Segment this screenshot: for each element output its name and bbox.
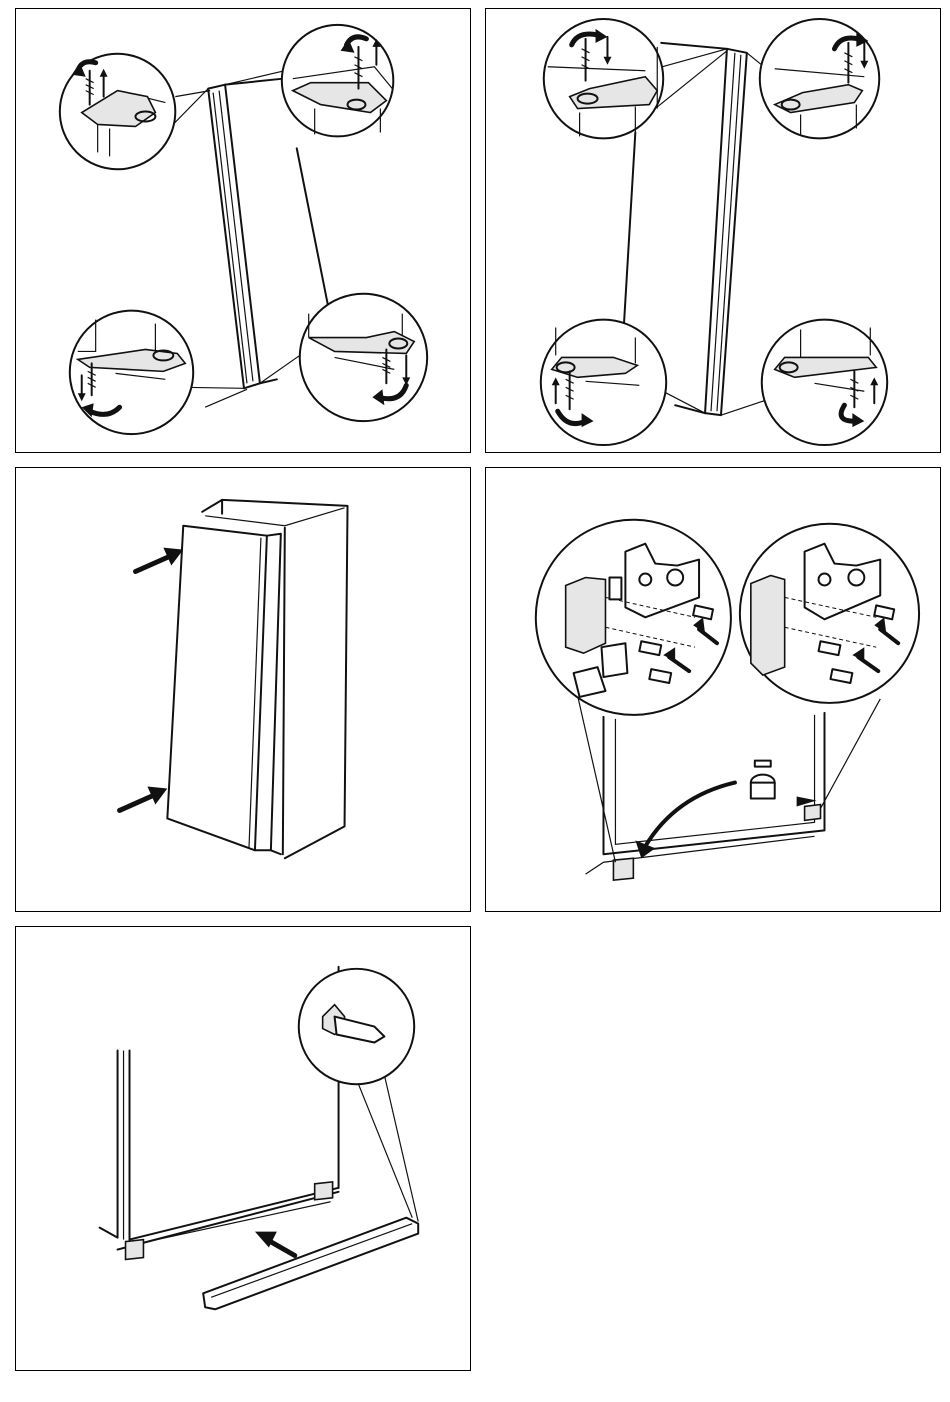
clip-detail <box>299 969 414 1084</box>
bracket-detail-left <box>536 520 731 715</box>
hinge-detail-top-left <box>544 19 663 138</box>
panel-fit-hinges-opposite-side <box>485 8 941 453</box>
remove-door-illustration <box>16 9 470 452</box>
panel-remove-door <box>15 8 471 453</box>
hinge-detail-top-left <box>60 54 175 169</box>
panel-mount-door <box>15 467 471 912</box>
hinge-detail-top-right <box>282 25 393 136</box>
plinth-icon <box>203 1218 418 1310</box>
hinge-detail-top-right <box>760 19 879 138</box>
door-panel <box>167 526 280 855</box>
panel-refit-plinth <box>15 926 471 1371</box>
hinge-detail-bottom-right <box>300 294 427 421</box>
bracket-detail-right <box>740 524 919 703</box>
fit-hinges-illustration <box>486 9 940 452</box>
push-arrow-icon <box>255 1232 295 1256</box>
panel-move-bottom-hinge <box>485 467 941 912</box>
mount-door-illustration <box>16 468 470 911</box>
move-hinge-illustration <box>486 468 940 911</box>
hinge-detail-bottom-right <box>762 320 887 445</box>
push-arrow-icon <box>120 787 168 811</box>
hinge-detail-bottom-left <box>70 311 193 434</box>
curved-arrow-icon <box>635 783 735 859</box>
bolt-icon <box>751 761 817 807</box>
push-arrow-icon <box>135 548 183 572</box>
hinge-detail-bottom-left <box>541 320 666 445</box>
refit-plinth-illustration <box>16 927 470 1370</box>
